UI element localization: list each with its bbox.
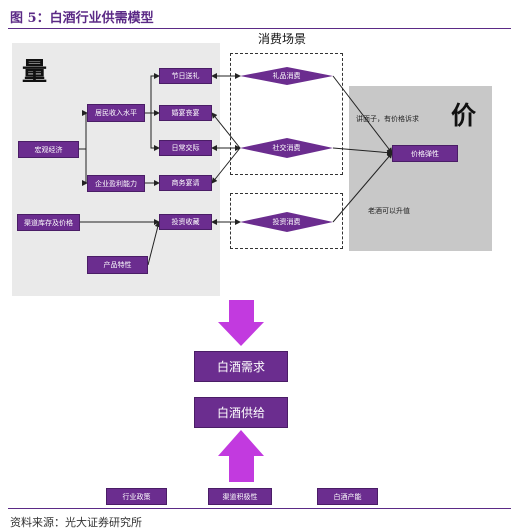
down-arrow-demand <box>218 300 264 346</box>
node-holiday-gifts: 节日送礼 <box>159 68 212 84</box>
node-price-elasticity: 价格弹性 <box>392 145 458 162</box>
connector-social-wedding <box>211 112 241 149</box>
quantity-label: 量 <box>22 57 48 86</box>
investment-consumption-label: 投资消费 <box>272 218 301 226</box>
consumption-scene-heading: 消费场景 <box>258 32 307 46</box>
liquor-supply-box: 白酒供给 <box>194 397 288 428</box>
face-value-note: 讲面子，有价格诉求 <box>356 115 419 123</box>
node-macro-economy: 宏观经济 <box>18 141 79 158</box>
node-channel-enthusiasm: 渠道积极性 <box>208 488 272 505</box>
connector-macro-profit <box>82 149 88 186</box>
liquor-demand-box: 白酒需求 <box>194 351 288 382</box>
node-corporate-profit: 企业盈利能力 <box>87 175 145 192</box>
quantity-panel <box>12 43 220 296</box>
connector-invest-elasticity <box>332 152 393 223</box>
node-industry-policy: 行业政策 <box>106 488 167 505</box>
figure-title: 图 5：白酒行业供需模型 <box>10 11 154 26</box>
social-consumption-diamond <box>240 138 333 158</box>
title-divider <box>8 28 511 29</box>
node-channel-inventory: 渠道库存及价格 <box>17 214 80 231</box>
figure-source: 资料来源：光大证券研究所 <box>10 516 142 529</box>
aging-value-note: 老酒可以升值 <box>368 207 410 215</box>
node-liquor-capacity: 白酒产能 <box>317 488 378 505</box>
investment-consumption-diamond <box>240 212 333 232</box>
node-investment-collection: 投资收藏 <box>159 214 212 230</box>
connector-gift-elasticity <box>332 75 393 154</box>
connector-income-daily <box>150 113 160 151</box>
connector-product-invest <box>147 221 161 266</box>
price-panel <box>349 86 492 251</box>
node-resident-income: 居民收入水平 <box>87 104 145 122</box>
connector-social-business <box>211 147 241 184</box>
gift-consumption-label: 礼品消费 <box>272 72 301 80</box>
up-arrow-supply <box>218 430 264 482</box>
node-daily-social: 日常交际 <box>159 140 212 156</box>
source-divider <box>8 508 511 509</box>
connector-social-elasticity <box>332 147 393 156</box>
connector-income-holiday <box>145 73 160 114</box>
node-wedding-banquet: 婚宴丧宴 <box>159 105 212 121</box>
gift-consumption-diamond <box>240 67 333 85</box>
social-consumption-label: 社交消费 <box>272 144 301 152</box>
connector-macro-income <box>79 110 88 150</box>
investment-scene-box <box>230 193 343 249</box>
gift-social-scene-box <box>230 53 343 175</box>
price-label: 价 <box>451 101 477 130</box>
node-product-features: 产品特性 <box>87 256 148 274</box>
node-business-banquet: 商务宴请 <box>159 175 212 191</box>
